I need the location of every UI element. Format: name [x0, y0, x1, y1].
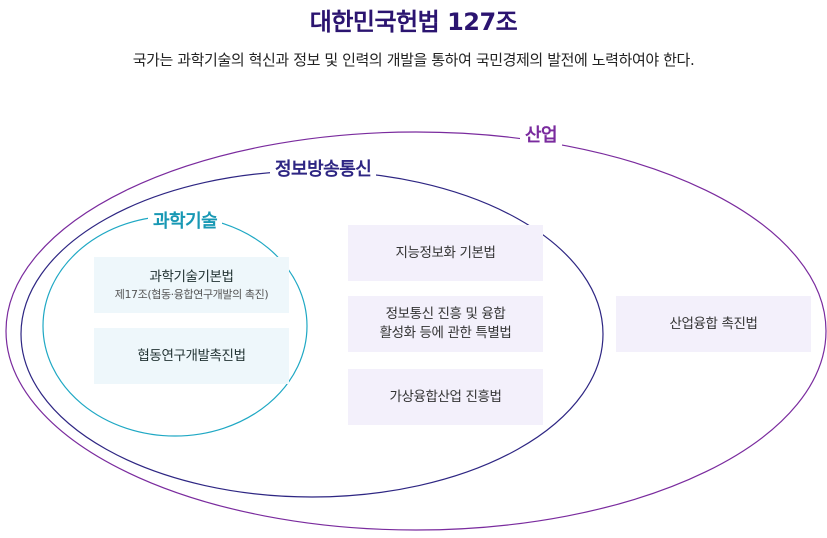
ring-label-ict: 정보방송통신: [270, 155, 377, 181]
coop-research-act-title: 협동연구개발촉진법: [137, 347, 246, 364]
ring-label-industry: 산업: [520, 121, 563, 147]
virtual-convergence-act-box: 가상융합산업 진흥법: [348, 369, 543, 425]
science-basic-act-box: 과학기술기본법 제17조(협동·융합연구개발의 촉진): [94, 257, 289, 313]
page-title: 대한민국헌법 127조: [309, 8, 518, 36]
ict-promotion-act-box: 정보통신 진흥 및 융합 활성화 등에 관한 특별법: [348, 296, 543, 352]
industry-ellipse: [5, 131, 827, 531]
constitution-article-text: 국가는 과학기술의 혁신과 정보 및 인력의 개발을 통하여 국민경제의 발전에…: [132, 51, 695, 69]
intelligent-info-act-title: 지능정보화 기본법: [395, 244, 496, 261]
ring-label-science: 과학기술: [148, 207, 223, 233]
intelligent-info-act-box: 지능정보화 기본법: [348, 225, 543, 281]
science-basic-act-note: 제17조(협동·융합연구개발의 촉진): [114, 287, 269, 301]
science-basic-act-title: 과학기술기본법: [149, 268, 234, 285]
coop-research-act-box: 협동연구개발촉진법: [94, 328, 289, 384]
virtual-convergence-act-title: 가상융합산업 진흥법: [389, 388, 502, 405]
ict-promotion-act-line1: 정보통신 진흥 및 융합: [385, 306, 506, 322]
industry-convergence-act-title: 산업융합 촉진법: [669, 315, 758, 332]
science-ellipse: [42, 215, 308, 437]
ict-promotion-act-line2: 활성화 등에 관한 특별법: [379, 325, 512, 341]
industry-convergence-act-box: 산업융합 촉진법: [616, 296, 811, 352]
